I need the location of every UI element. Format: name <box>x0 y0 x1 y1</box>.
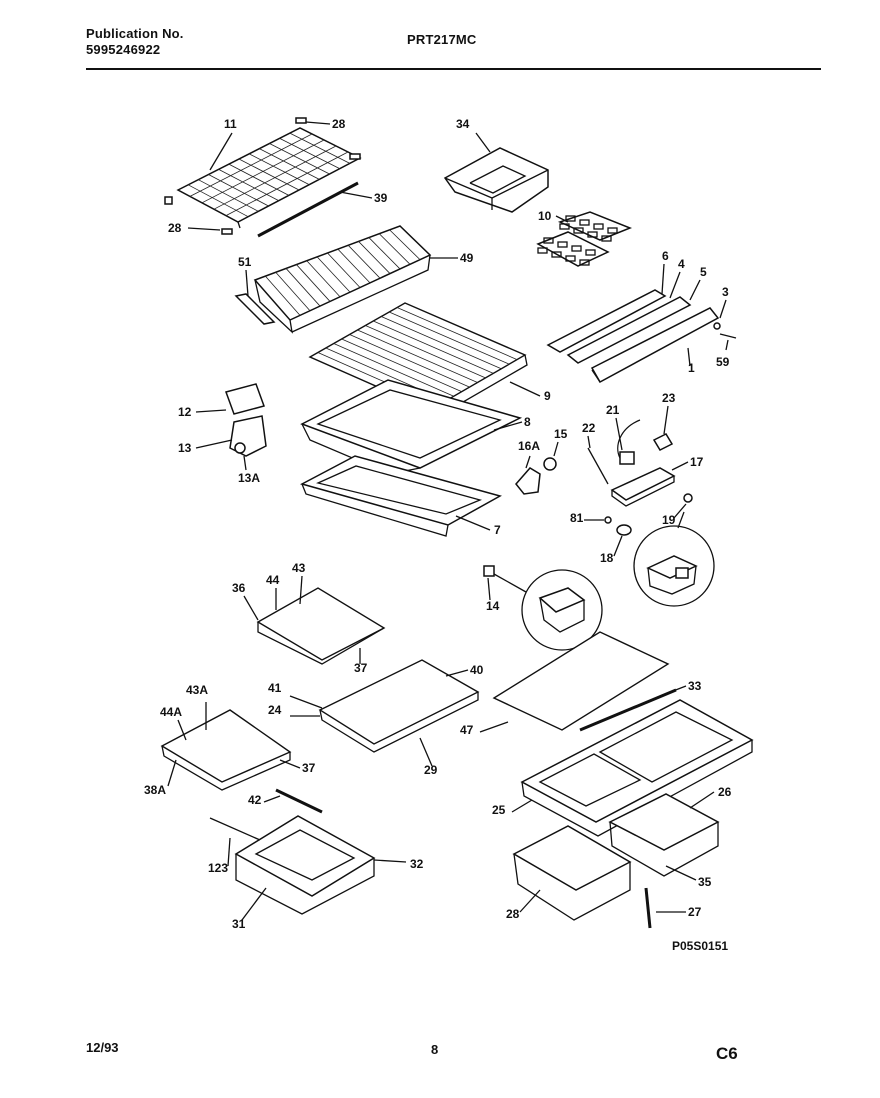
callout-51: 51 <box>238 255 252 269</box>
callout-29: 29 <box>424 763 438 777</box>
clip-part <box>349 153 361 160</box>
callout-12: 12 <box>178 405 192 419</box>
callout-18: 18 <box>600 551 614 565</box>
clip-part <box>221 228 233 235</box>
callout-32: 32 <box>410 857 424 871</box>
callout-28: 28 <box>332 117 346 131</box>
callout-49: 49 <box>460 251 474 265</box>
callout-59: 59 <box>716 355 730 369</box>
clip-part <box>295 117 307 124</box>
callout-42: 42 <box>248 793 262 807</box>
clip-part <box>164 196 173 205</box>
callout-7: 7 <box>494 523 501 537</box>
callout-44A: 44A <box>160 705 182 719</box>
callout-8: 8 <box>524 415 531 429</box>
callout-36: 36 <box>232 581 246 595</box>
crisper-pan-part <box>512 825 632 921</box>
control-housing-part <box>610 467 676 507</box>
glass-shelf-part <box>160 709 292 791</box>
callout-4: 4 <box>678 257 685 271</box>
callout-23: 23 <box>662 391 676 405</box>
crisper-glass-part <box>492 631 670 731</box>
light-shield-part <box>299 455 502 537</box>
rod-part <box>587 447 609 485</box>
wire-shelf-part <box>176 127 362 229</box>
callout-16A: 16A <box>518 439 540 453</box>
callout-39: 39 <box>374 191 388 205</box>
callout-35: 35 <box>698 875 712 889</box>
callout-28: 28 <box>168 221 182 235</box>
rail-assembly-part <box>546 289 737 384</box>
ice-bin-part <box>443 147 549 213</box>
ice-tray-part <box>536 211 633 267</box>
callout-33: 33 <box>688 679 702 693</box>
crisper-pan-part <box>209 815 376 915</box>
publication-number: 5995246922 <box>86 42 161 57</box>
callout-9: 9 <box>544 389 551 403</box>
callout-123: 123 <box>208 861 228 875</box>
callout-22: 22 <box>582 421 596 435</box>
grommet-part <box>616 524 632 536</box>
callout-37: 37 <box>354 661 368 675</box>
callout-28: 28 <box>506 907 520 921</box>
callout-13A: 13A <box>238 471 260 485</box>
callout-81: 81 <box>570 511 584 525</box>
footer-code: C6 <box>716 1044 738 1063</box>
screw-part <box>604 516 612 524</box>
callout-13: 13 <box>178 441 192 455</box>
wire-basket-part <box>253 225 432 334</box>
callout-43A: 43A <box>186 683 208 697</box>
knob-part <box>683 493 693 503</box>
detail-circle <box>633 511 715 607</box>
model-number: PRT217MC <box>407 32 477 47</box>
glass-shelf-part <box>308 302 528 422</box>
callout-17: 17 <box>690 455 704 469</box>
crisper-cover-part <box>520 699 754 837</box>
header-rule <box>86 68 821 70</box>
callout-40: 40 <box>470 663 484 677</box>
callout-43: 43 <box>292 561 306 575</box>
glass-shelf-part <box>256 587 386 665</box>
callout-10: 10 <box>538 209 552 223</box>
callout-24: 24 <box>268 703 282 717</box>
trim-strip-part <box>579 688 677 732</box>
callout-5: 5 <box>700 265 707 279</box>
footer-date: 12/93 <box>86 1040 119 1055</box>
callout-11: 11 <box>224 117 237 131</box>
callout-6: 6 <box>662 249 669 263</box>
detail-circle <box>483 565 603 651</box>
thermostat-part <box>617 419 674 465</box>
figure-id: P05S0151 <box>672 939 728 953</box>
lamp-socket-part <box>515 457 557 495</box>
callout-41: 41 <box>268 681 282 695</box>
callout-25: 25 <box>492 803 506 817</box>
divider-part <box>275 788 323 814</box>
callout-44: 44 <box>266 573 280 587</box>
callout-34: 34 <box>456 117 470 131</box>
callout-19: 19 <box>662 513 676 527</box>
basket-bracket-part <box>234 293 276 325</box>
callout-47: 47 <box>460 723 474 737</box>
shelf-frame-part <box>300 379 523 475</box>
screw-part <box>644 887 652 929</box>
callout-38A: 38A <box>144 783 166 797</box>
footer-page: 8 <box>431 1042 439 1057</box>
callout-26: 26 <box>718 785 732 799</box>
dairy-door-part <box>225 383 267 457</box>
callout-37: 37 <box>302 761 316 775</box>
callout-27: 27 <box>688 905 702 919</box>
callout-31: 31 <box>232 917 246 931</box>
leader-lines <box>167 121 729 921</box>
callout-1: 1 <box>688 361 695 375</box>
callout-15: 15 <box>554 427 568 441</box>
callout-21: 21 <box>606 403 620 417</box>
publication-label: Publication No. <box>86 26 184 41</box>
glass-shelf-part <box>318 659 480 753</box>
callout-3: 3 <box>722 285 729 299</box>
callout-14: 14 <box>486 599 500 613</box>
